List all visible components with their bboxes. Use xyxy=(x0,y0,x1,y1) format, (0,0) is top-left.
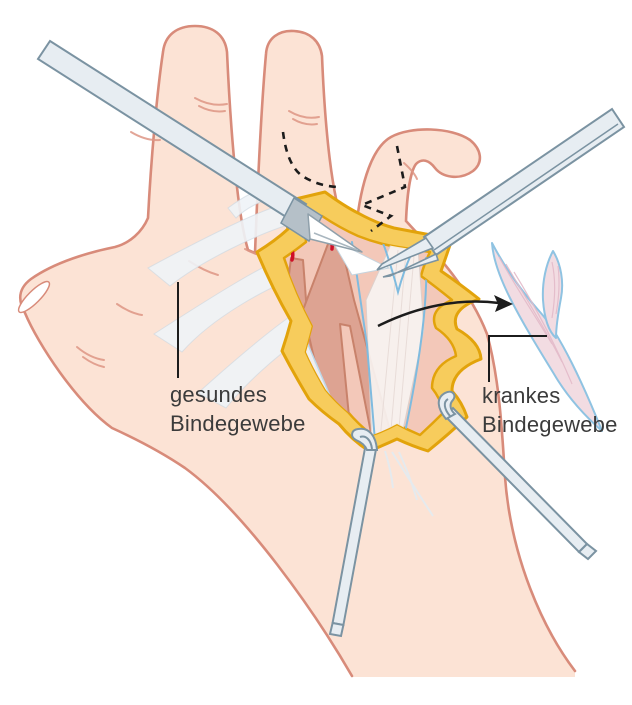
forceps-handle xyxy=(422,107,626,257)
retractor-hook-inner xyxy=(359,435,373,450)
forceps-seam xyxy=(433,123,619,251)
hand-outline xyxy=(18,24,577,678)
retractor-end-cap xyxy=(577,542,598,561)
retractor-end-cap xyxy=(328,621,345,638)
scalpel xyxy=(36,39,363,253)
dashed-line-middle-finger xyxy=(281,131,339,189)
fascia-streaks-below-wound xyxy=(384,450,434,517)
label-healthy-line2: Bindegewebe xyxy=(170,411,306,436)
arrow-curve xyxy=(377,300,500,328)
label-healthy-line1: gesundes xyxy=(170,382,268,407)
incision-dashed-lines xyxy=(281,131,407,233)
scalpel-blade xyxy=(307,213,363,253)
forceps xyxy=(376,107,626,278)
label-lines xyxy=(177,282,547,382)
thumb-nail xyxy=(17,280,51,314)
label-diseased-tissue: krankes Bindegewebe xyxy=(482,381,618,439)
retractor-hook xyxy=(437,390,457,421)
forceps-upper-prong xyxy=(376,236,435,271)
label-healthy-tissue: gesundes Bindegewebe xyxy=(170,380,306,438)
dashed-line-ring-finger xyxy=(358,145,407,233)
label-line-diseased xyxy=(488,335,547,382)
arrow-head xyxy=(494,295,513,312)
label-diseased-line2: Bindegewebe xyxy=(482,412,618,437)
skin-hook-retractor-right xyxy=(437,390,598,561)
tissue-branch-right xyxy=(541,250,564,339)
label-diseased-line1: krankes xyxy=(482,383,561,408)
tissue-streaks xyxy=(498,256,573,385)
surgical-wound xyxy=(255,190,483,517)
retractor-hook-inner xyxy=(443,398,451,417)
forceps-lower-prong xyxy=(382,252,440,278)
scalpel-blade-edge xyxy=(313,232,358,251)
skin-hook-retractor-left xyxy=(328,427,379,638)
annotation-arrow xyxy=(377,295,513,328)
